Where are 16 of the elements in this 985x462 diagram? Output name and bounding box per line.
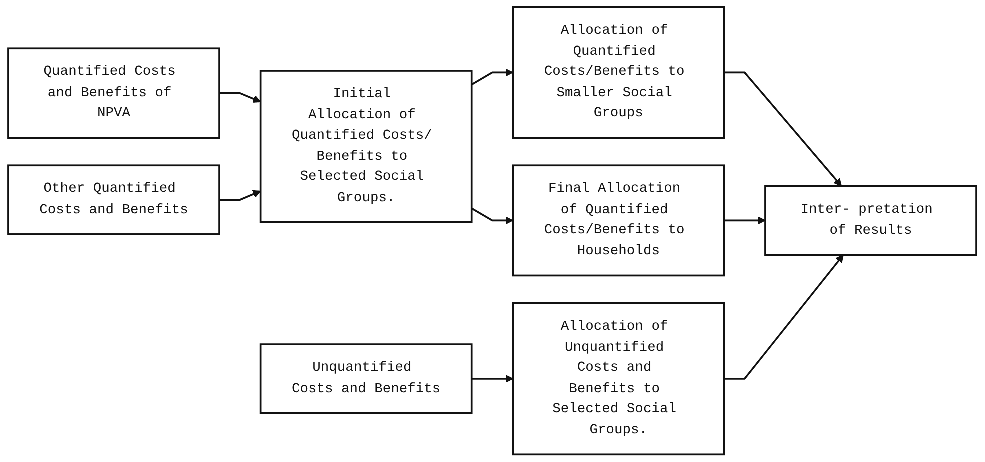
node-box: Initial Allocation of Quantified Costs/ Benefits to Selected Social Groups.	[260, 70, 473, 224]
arrow	[472, 374, 514, 383]
node-box: Unquantified Costs and Benefits	[260, 344, 473, 414]
arrow	[220, 92, 262, 103]
node-box: Final Allocation of Quantified Costs/Benefits to Households	[512, 164, 726, 277]
node-box: Other Quantified Costs and Benefits	[8, 164, 220, 236]
arrow	[220, 190, 262, 201]
arrow	[724, 254, 844, 380]
node-box: Allocation of Quantified Costs/Benefits to Smaller Social Groups	[512, 6, 726, 140]
arrow	[471, 208, 514, 225]
arrow	[471, 68, 514, 86]
arrow	[724, 216, 766, 225]
arrow	[724, 72, 842, 187]
node-box: Inter- pretation of Results	[764, 185, 978, 256]
node-box: Quantified Costs and Benefits of NPVA	[8, 48, 220, 140]
node-box: Allocation of Unquantified Costs and Benefits to Selected Social Groups.	[512, 302, 726, 456]
